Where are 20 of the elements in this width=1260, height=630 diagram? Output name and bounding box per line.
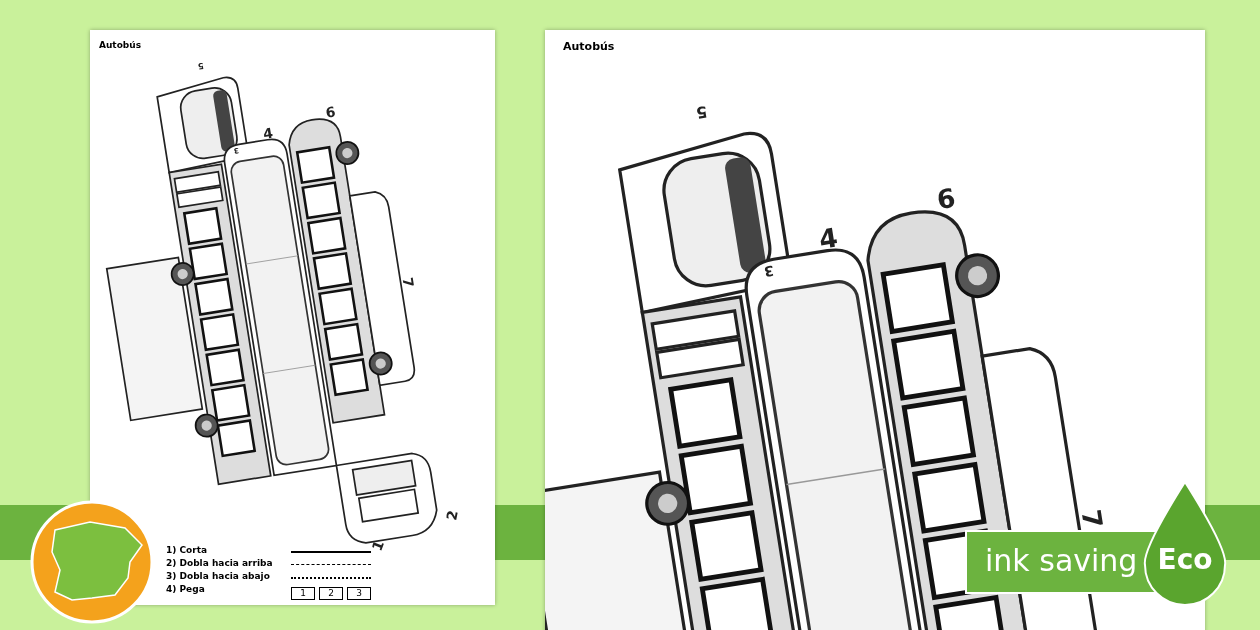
part-number: 3 bbox=[761, 261, 776, 282]
sheet-title: Autobús bbox=[563, 40, 615, 53]
glue-tab-sample: 1 bbox=[291, 587, 315, 600]
sheet-title: Autobús bbox=[99, 40, 142, 50]
part-number: 7 bbox=[399, 276, 416, 289]
glue-tab-sample: 3 bbox=[347, 587, 371, 600]
part-number: 7 bbox=[1076, 508, 1105, 531]
legend-text: 3) Dobla hacia abajo bbox=[166, 571, 270, 582]
legend-text: 2) Dobla hacia arriba bbox=[166, 558, 273, 569]
part-number: 5 bbox=[196, 60, 205, 73]
part-number: 1 bbox=[370, 538, 387, 553]
part-number: 6 bbox=[324, 105, 337, 121]
part-number: 6 bbox=[935, 185, 958, 215]
legend-text: 4) Pega bbox=[166, 584, 205, 595]
part-number: 2 bbox=[445, 509, 461, 522]
part-number: 5 bbox=[694, 101, 710, 124]
legend-text: 1) Corta bbox=[166, 545, 208, 556]
part-number: 4 bbox=[262, 126, 274, 142]
part-number: 4 bbox=[817, 225, 840, 255]
glue-tab-sample: 2 bbox=[319, 587, 343, 600]
